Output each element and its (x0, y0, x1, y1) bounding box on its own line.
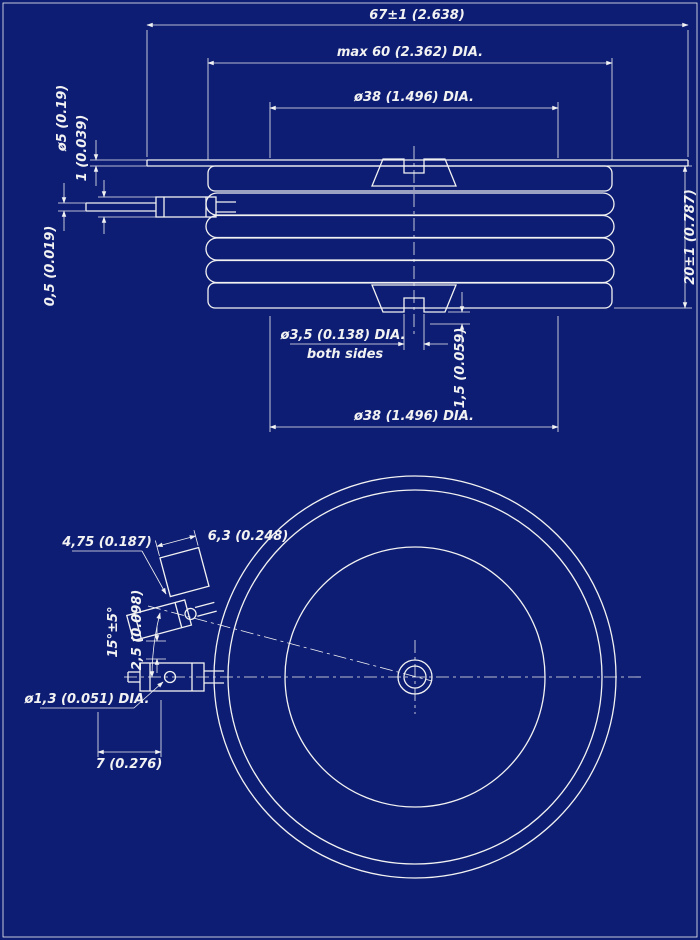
dim-gate-hole-depth: 1,5 (0.059) (430, 292, 470, 408)
upper-gate-wire-circle (184, 607, 197, 621)
dim-top-pole-dia: ø38 (1.496) DIA. (269, 90, 559, 158)
lower-gate-lead (127, 662, 224, 692)
lower-gate-wire-circle (163, 670, 177, 684)
dim-bottom-pole-dia: ø38 (1.496) DIA. (269, 316, 559, 432)
angled-lead-centerline (147, 605, 433, 682)
dim-overall-width-label: 67±1 (2.638) (369, 8, 465, 23)
dim-bottom-pole-dia-label: ø38 (1.496) DIA. (353, 409, 474, 424)
plan-view: 6,3 (0.248) 4,75 (0.187) 15°±5° 2,5 (0.0… (24, 475, 642, 879)
dim-gate-hole-depth-label: 1,5 (0.059) (453, 328, 468, 409)
dim-gate-hole-dia: ø3,5 (0.138) DIA. both sides (280, 314, 448, 362)
dim-gate-wire-dia: ø1,3 (0.051) DIA. (24, 681, 164, 709)
gate-hole-note-label: both sides (307, 347, 384, 362)
dim-lead-offset: 2,5 (0.098) (130, 590, 166, 673)
dim-lead-offset-label: 2,5 (0.098) (130, 590, 145, 671)
dim-lead-angle: 15°±5° (106, 606, 161, 678)
dim-lead-sleeve-dia-label: ø5 (0.19) (55, 85, 70, 152)
dim-gate-lead-thickness-label: 0,5 (0.019) (43, 226, 58, 307)
dim-gate-hole-dia-label: ø3,5 (0.138) DIA. (280, 328, 406, 343)
top-center-boss-section (371, 158, 457, 187)
bottom-pole-flange (207, 282, 613, 309)
dim-body-height: 20±1 (0.787) (614, 165, 698, 309)
dim-gate-wire-dia-label: ø1,3 (0.051) DIA. (24, 692, 150, 707)
dim-lead-length: 7 (0.276) (96, 700, 163, 772)
top-pole-flange (207, 165, 613, 192)
dim-lead-sleeve-dia: ø5 (0.19) (55, 85, 156, 234)
dim-terminal-pad-width-label: 6,3 (0.248) (208, 529, 289, 544)
dim-sleeve-width-label: 4,75 (0.187) (61, 535, 152, 550)
dim-sleeve-width: 4,75 (0.187) (61, 535, 167, 595)
bottom-center-boss-section (371, 284, 457, 313)
dim-lead-length-label: 7 (0.276) (96, 757, 163, 772)
dim-top-pole-dia-label: ø38 (1.496) DIA. (353, 90, 474, 105)
dim-gate-lead-thickness: 0,5 (0.019) (43, 183, 86, 306)
dim-tab-thickness-label: 1 (0.039) (75, 115, 90, 182)
gate-terminal-pad (159, 546, 210, 598)
upper-gate-lead (125, 530, 217, 642)
dim-max-body-dia: max 60 (2.362) DIA. (207, 45, 613, 160)
dim-tab-thickness: 1 (0.039) (75, 115, 147, 186)
dim-max-body-dia-label: max 60 (2.362) DIA. (337, 45, 483, 60)
side-view: 67±1 (2.638) max 60 (2.362) DIA. ø38 (1.… (43, 8, 698, 432)
dim-overall-width: 67±1 (2.638) (146, 8, 689, 157)
dim-lead-angle-label: 15°±5° (106, 606, 121, 657)
dim-body-height-label: 20±1 (0.787) (683, 189, 698, 285)
gate-lead-side (85, 196, 236, 218)
